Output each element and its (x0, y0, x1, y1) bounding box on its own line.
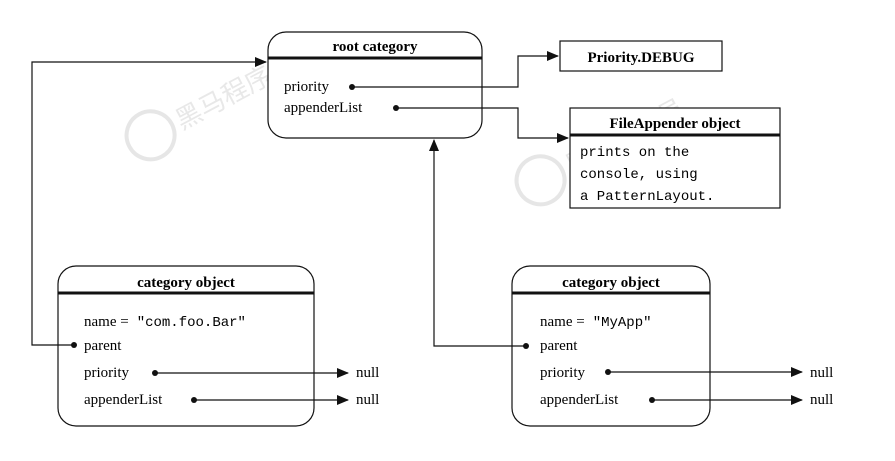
right-parent-arrow (429, 139, 526, 347)
priority-debug-box: Priority.DEBUG (559, 40, 723, 72)
root-category-box: root category priority appenderList (267, 31, 483, 139)
connector-dot (152, 370, 158, 376)
connector-dot (649, 397, 655, 403)
category-left-name-prefix: name = (84, 314, 129, 330)
connector-dot (523, 343, 529, 349)
null-label: null (810, 365, 833, 381)
file-appender-title: FileAppender object (610, 116, 741, 132)
null-label: null (356, 392, 379, 408)
root-appenderlist-label: appenderList (284, 100, 363, 116)
priority-debug-label: Priority.DEBUG (587, 50, 694, 66)
category-left-name-field: name = "com.foo.Bar" (84, 313, 246, 331)
category-right-name-field: name = "MyApp" (540, 313, 652, 331)
file-appender-box: FileAppender object prints on the consol… (569, 107, 781, 209)
category-object-right: category object name = "MyApp" parent pr… (511, 265, 711, 427)
category-object-left: category object name = "com.foo.Bar" par… (57, 265, 315, 427)
null-label: null (356, 365, 379, 381)
connector-dots (71, 84, 655, 403)
category-right-title: category object (562, 275, 660, 291)
category-right-priority-label: priority (540, 365, 585, 381)
category-left-priority-label: priority (84, 365, 129, 381)
file-appender-line-2: console, using (580, 167, 698, 183)
category-left-name-value: "com.foo.Bar" (137, 315, 246, 331)
category-right-name-value: "MyApp" (593, 315, 652, 331)
root-category-title: root category (332, 39, 418, 55)
category-left-appenderlist-label: appenderList (84, 392, 163, 408)
category-left-title: category object (137, 275, 235, 291)
category-left-parent-label: parent (84, 338, 122, 354)
left-parent-arrow (31, 57, 267, 346)
category-right-name-prefix: name = (540, 314, 585, 330)
connector-dot (71, 342, 77, 348)
connector-dot (605, 369, 611, 375)
category-right-appenderlist-label: appenderList (540, 392, 619, 408)
connector-dot (349, 84, 355, 90)
root-priority-arrow (352, 51, 559, 88)
root-appenderlist-arrow (396, 107, 569, 143)
file-appender-line-1: prints on the (580, 145, 689, 161)
file-appender-line-3: a PatternLayout. (580, 189, 714, 205)
connector-dot (191, 397, 197, 403)
category-right-parent-label: parent (540, 338, 578, 354)
connector-dot (393, 105, 399, 111)
root-priority-label: priority (284, 79, 329, 95)
null-label: null (810, 392, 833, 408)
connectors (31, 51, 803, 405)
